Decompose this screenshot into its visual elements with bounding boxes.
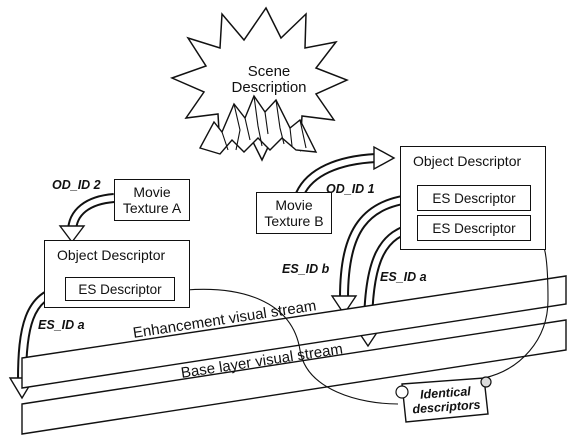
label-es-id-a-right: ES_ID a (380, 270, 427, 284)
identical-descriptors-label: Identical descriptors (407, 381, 485, 420)
es-right-2-label: ES Descriptor (432, 220, 516, 236)
enhancement-stream-band (21, 275, 567, 389)
identical-link-left (177, 285, 399, 405)
scene-line-2: Description (231, 79, 307, 96)
es-descriptor-right-1: ES Descriptor (417, 185, 531, 211)
es-descriptor-right-2: ES Descriptor (417, 215, 531, 241)
label-od-id-1: OD_ID 1 (326, 182, 375, 196)
od-right-title: Object Descriptor (413, 153, 522, 169)
es-right-1-label: ES Descriptor (432, 190, 516, 206)
arrow-od-id-2-head (58, 225, 86, 244)
od-left-title: Object Descriptor (57, 247, 166, 263)
scene-burst (169, 6, 349, 162)
movie-texture-b: Movie Texture B (256, 192, 332, 234)
arrow-od-id-1-head (373, 145, 396, 171)
arrow-es-id-b-head (330, 295, 358, 316)
movie-a-line-2: Texture A (122, 200, 182, 216)
label-od-id-2: OD_ID 2 (52, 178, 101, 192)
object-descriptor-right: Object Descriptor ES Descriptor ES Descr… (400, 146, 546, 250)
label-es-id-b: ES_ID b (282, 262, 330, 276)
scene-line-1: Scene (247, 62, 291, 80)
scene-description-label: Scene Description (224, 62, 314, 98)
scroll-line-2: descriptors (411, 397, 481, 417)
movie-b-line-2: Texture B (264, 213, 324, 229)
base-stream-band (21, 319, 567, 435)
es-descriptor-left: ES Descriptor (65, 277, 175, 301)
movie-texture-a: Movie Texture A (114, 179, 190, 221)
es-left-label: ES Descriptor (78, 281, 162, 297)
scene-tree-hatching (221, 95, 307, 151)
movie-b-line-1: Movie (275, 197, 313, 213)
object-descriptor-left: Object Descriptor ES Descriptor (44, 240, 190, 308)
label-es-id-a-left: ES_ID a (38, 318, 85, 332)
movie-a-line-1: Movie (133, 184, 171, 200)
scroll-shape (401, 377, 489, 423)
